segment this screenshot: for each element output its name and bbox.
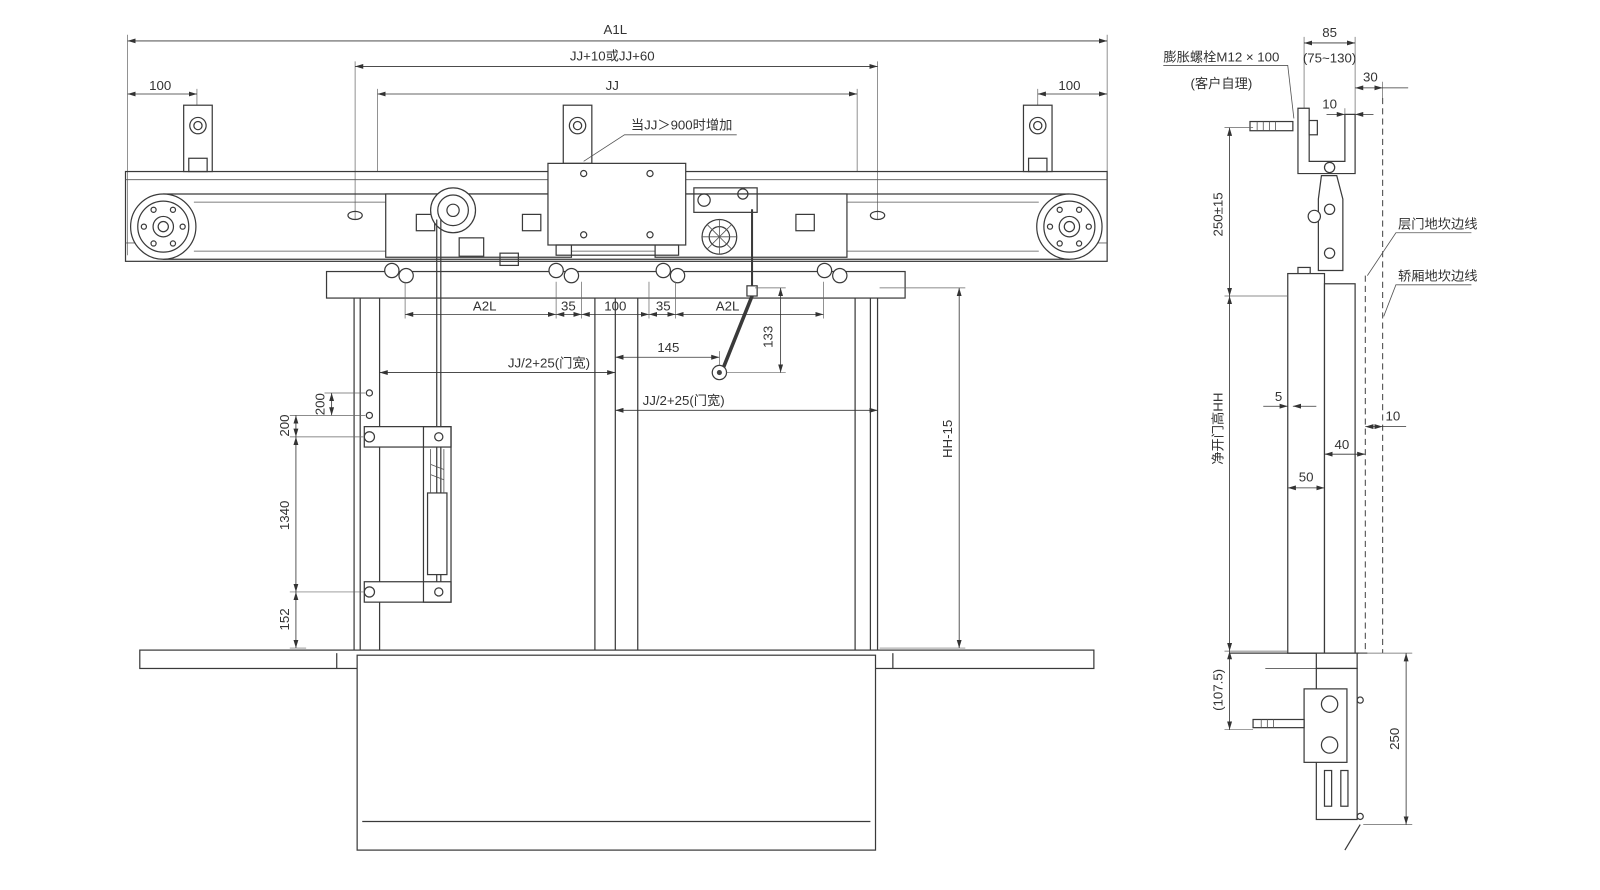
dim-center-gap: 100 bbox=[604, 298, 626, 313]
bolt-spec-text: 膨胀螺栓M12 × 100 bbox=[1163, 49, 1279, 64]
top-dimensions: A1L JJ+10或JJ+60 JJ 100 100 bbox=[127, 22, 1108, 256]
wall-bracket-center bbox=[562, 104, 593, 164]
dim-half-width-right: JJ/2+25(门宽) bbox=[643, 392, 725, 408]
center-bracket-note-text: 当JJ＞900时增加 bbox=[631, 118, 733, 133]
dim-sill-bracket-height: 250 bbox=[1387, 728, 1402, 750]
dim-bracket-depth: 85 bbox=[1322, 25, 1337, 40]
dim-sill-depth: (107.5) bbox=[1210, 669, 1225, 711]
idler-pulley bbox=[430, 187, 477, 234]
side-vertical-dimensions: 250±15 净开门高HH (107.5) bbox=[1209, 127, 1288, 731]
bolt-note-text: (客户自理) bbox=[1191, 75, 1253, 91]
bolt-note: 膨胀螺栓M12 × 100 (客户自理) bbox=[1163, 49, 1295, 119]
dim-top-height: 250±15 bbox=[1210, 192, 1225, 236]
side-hanger-roller bbox=[1307, 175, 1344, 272]
hanger-left bbox=[347, 193, 573, 267]
front-view: A1L JJ+10或JJ+60 JJ 100 100 bbox=[124, 22, 1108, 851]
motor-gear bbox=[701, 218, 738, 255]
wall-bracket-left bbox=[183, 104, 213, 173]
sill-edge-lines: 层门地坎边线 轿厢地坎边线 bbox=[1364, 98, 1478, 654]
hanger-right bbox=[654, 187, 886, 258]
dim-half-width-left: JJ/2+25(门宽) bbox=[508, 354, 590, 370]
dim-clear-height: 净开门高HH bbox=[1209, 393, 1225, 465]
dim-overall-width: A1L bbox=[604, 22, 628, 37]
dim-arm-offset: 145 bbox=[657, 340, 679, 355]
side-sill-bracket bbox=[1229, 652, 1368, 851]
panel-dimensions: A2L 35 100 35 A2L 145 133 JJ/2+25(门宽) JJ… bbox=[379, 281, 966, 649]
door-motor-box bbox=[547, 162, 687, 256]
side-top-dimensions: 85 (75~130) 30 10 bbox=[1303, 25, 1409, 133]
dim-panel-right: A2L bbox=[716, 298, 740, 313]
dim-closer-pitch-lower: 200 bbox=[277, 415, 292, 437]
dim-panel-gap: 5 bbox=[1275, 389, 1282, 404]
side-horizontal-dimensions: 5 10 40 50 bbox=[1263, 389, 1407, 491]
dim-header-width: JJ+10或JJ+60 bbox=[570, 48, 655, 63]
dim-bracket-gap: 10 bbox=[1322, 96, 1337, 111]
closer-dimensions: 200 200 1340 152 bbox=[277, 392, 366, 649]
dim-closer-pitch-upper: 200 bbox=[312, 393, 327, 415]
dim-clear-width: JJ bbox=[606, 78, 619, 93]
dim-right-offset: 100 bbox=[1058, 78, 1080, 93]
dim-sill-to-panel: 40 bbox=[1334, 437, 1349, 452]
dim-gap-left: 35 bbox=[561, 298, 576, 313]
pulley-right bbox=[1036, 193, 1103, 260]
car-sill-line-label: 轿厢地坎边线 bbox=[1398, 269, 1478, 284]
side-wall-bracket bbox=[1249, 107, 1356, 175]
dim-closer-bottom: 152 bbox=[277, 608, 292, 630]
sill-box-below bbox=[356, 654, 877, 851]
dim-left-offset: 100 bbox=[149, 78, 171, 93]
side-sill-height-dimension: 250 bbox=[1359, 652, 1413, 825]
landing-sill-line-label: 层门地坎边线 bbox=[1398, 217, 1478, 232]
side-view: 85 (75~130) 30 10 膨胀螺栓M12 × 100 (客户自理) bbox=[1163, 25, 1478, 851]
wall-bracket-right bbox=[1022, 104, 1053, 173]
dim-bracket-range: (75~130) bbox=[1303, 50, 1356, 65]
side-door-panel bbox=[1287, 266, 1356, 654]
dim-sill-gap: 10 bbox=[1385, 409, 1400, 424]
hanger-sill-plate bbox=[325, 262, 906, 299]
dim-panel-thickness: 50 bbox=[1299, 470, 1314, 485]
dim-sill-offset: 30 bbox=[1363, 70, 1378, 85]
dim-door-height: HH-15 bbox=[940, 420, 955, 458]
pulley-left bbox=[130, 193, 197, 260]
dim-panel-left: A2L bbox=[473, 298, 497, 313]
center-bracket-note: 当JJ＞900时增加 bbox=[583, 118, 737, 162]
dim-closer-length: 1340 bbox=[277, 501, 292, 530]
door-closer bbox=[363, 219, 452, 603]
dim-arm-drop: 133 bbox=[760, 326, 775, 348]
dim-gap-right: 35 bbox=[656, 298, 671, 313]
door-arm bbox=[711, 209, 758, 381]
